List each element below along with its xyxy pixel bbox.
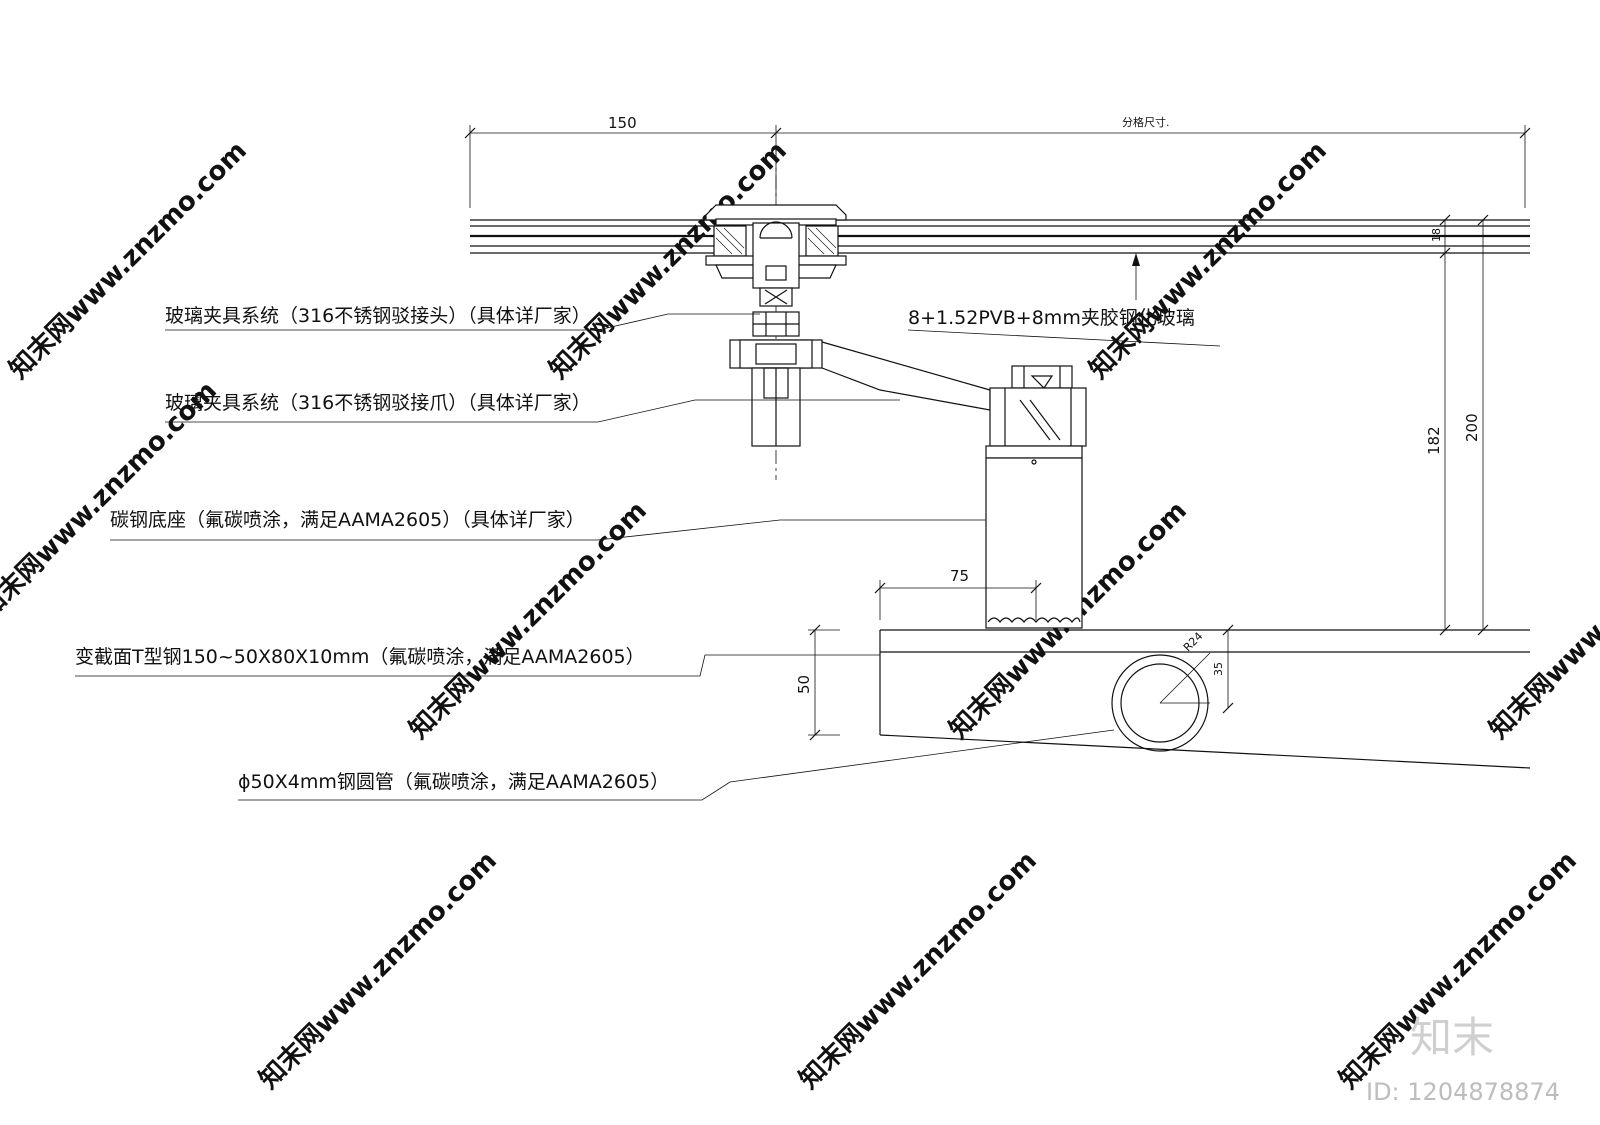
offset-dimension: 75: [874, 567, 1042, 620]
label-glass-spec: 8+1.52PVB+8mm夹胶钢化玻璃: [908, 307, 1195, 329]
t-beam: [879, 629, 1531, 769]
spider-connector-head: [705, 204, 847, 307]
hex-nuts: [752, 311, 800, 337]
glass-spec-callout: 8+1.52PVB+8mm夹胶钢化玻璃: [907, 253, 1221, 347]
dim-glass-thickness: 18: [1430, 228, 1443, 242]
label-t-beam: 变截面T型钢150~50X80X10mm（氟碳喷涂，满足AAMA2605）: [75, 646, 645, 668]
dim-tube-offset: 35: [1212, 662, 1225, 676]
watermark-text: 知末网www.znzmo.com: [404, 496, 653, 745]
watermark-text: 知末网www.znzmo.com: [4, 136, 253, 385]
round-tube: R24 35: [1111, 624, 1234, 752]
right-fitting: [985, 365, 1087, 629]
left-callouts: 玻璃夹具系统（316不锈钢驳接头）（具体详厂家） 玻璃夹具系统（316不锈钢驳接…: [75, 305, 1115, 801]
dim-radius: R24: [1181, 630, 1205, 654]
dim-right-span: 分格尺寸.: [1122, 115, 1170, 129]
label-steel-base: 碳钢底座（氟碳喷涂，满足AAMA2605）（具体详厂家）: [110, 509, 585, 531]
dim-height-total: 200: [1463, 413, 1481, 442]
watermark-text: 知末网www.znzmo.com: [254, 846, 503, 1095]
watermark-text: 知末网www.znzmo.com: [1484, 496, 1600, 745]
vertical-dimensions: 18 182 200: [1425, 214, 1492, 636]
glass-panel: [470, 219, 1530, 254]
image-id: ID: 1204878874: [1366, 1078, 1560, 1106]
watermark-text: 知末网www.znzmo.com: [794, 846, 1043, 1095]
label-connector-head: 玻璃夹具系统（316不锈钢驳接头）（具体详厂家）: [165, 305, 591, 327]
dim-height-inner: 182: [1425, 426, 1443, 455]
dim-offset: 75: [950, 567, 969, 585]
dim-left-span: 150: [608, 114, 637, 132]
top-dimension: 150 分格尺寸.: [464, 114, 1531, 208]
dim-beam-height: 50: [795, 675, 813, 694]
beam-height-dimension: 50: [795, 624, 840, 741]
brand-logo: 知末: [1410, 1013, 1494, 1062]
label-round-tube: ϕ50X4mm钢圆管（氟碳喷涂，满足AAMA2605）: [238, 771, 669, 793]
label-connector-claw: 玻璃夹具系统（316不锈钢驳接爪）（具体详厂家）: [165, 392, 591, 414]
watermark-text: 知末网www.znzmo.com: [1084, 136, 1333, 385]
spider-claw: [729, 339, 991, 447]
watermark-layer: 知末网www.znzmo.com 知末网www.znzmo.com 知末网www…: [0, 136, 1600, 1095]
